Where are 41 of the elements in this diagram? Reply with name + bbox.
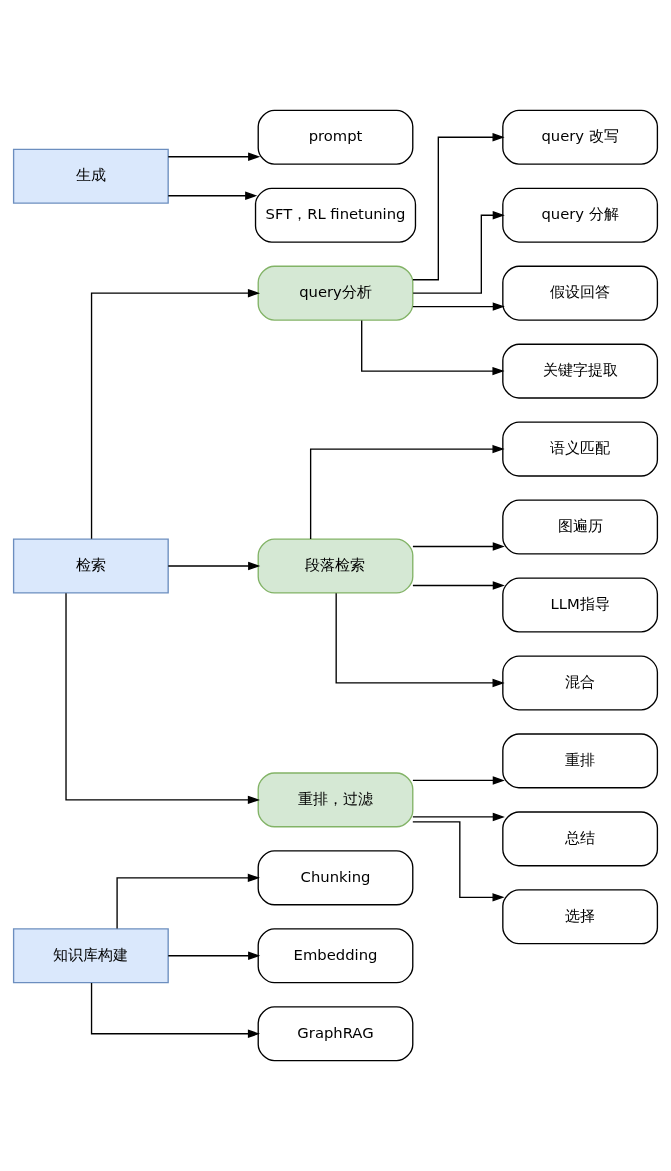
node-box: 混合	[502, 655, 659, 711]
arrow	[412, 210, 505, 294]
arrow	[412, 542, 505, 551]
node-box: 段落检索	[257, 538, 414, 594]
node-box: Embedding	[257, 928, 414, 984]
node-box: GraphRAG	[257, 1006, 414, 1062]
arrow	[412, 821, 505, 902]
arrow	[167, 951, 261, 961]
node-box: 选择	[502, 889, 659, 945]
arrow	[412, 776, 505, 785]
node-box: SFT，RL finetuning	[254, 187, 417, 243]
arrow	[309, 444, 505, 540]
node-box: 语义匹配	[502, 421, 659, 477]
arrow	[167, 152, 261, 161]
arrow	[65, 592, 260, 805]
arrow	[116, 873, 260, 930]
node-box: 假设回答	[502, 265, 659, 321]
node-box: query 改写	[502, 109, 659, 165]
node-box: LLM指导	[502, 577, 659, 633]
arrow	[335, 592, 505, 688]
arrow	[90, 982, 260, 1038]
arrow	[412, 302, 505, 311]
node-box: Chunking	[257, 850, 414, 906]
node-box: 知识库构建	[12, 928, 169, 984]
arrow	[412, 133, 505, 281]
node-box: 关键字提取	[502, 343, 659, 399]
node-box: 重排，过滤	[257, 772, 414, 828]
arrow	[90, 288, 260, 540]
arrow	[412, 581, 505, 590]
node-box: 检索	[12, 538, 169, 594]
arrow	[167, 561, 261, 571]
node-box: 总结	[502, 811, 659, 867]
arrow	[412, 812, 505, 822]
node-box: query分析	[257, 265, 414, 321]
node-box: query 分解	[502, 187, 659, 243]
node-box: 生成	[12, 148, 169, 204]
node-box: prompt	[257, 109, 414, 165]
node-box: 图遍历	[502, 499, 659, 555]
node-box: 重排	[502, 733, 659, 789]
arrow	[361, 319, 505, 376]
arrow	[167, 191, 258, 200]
